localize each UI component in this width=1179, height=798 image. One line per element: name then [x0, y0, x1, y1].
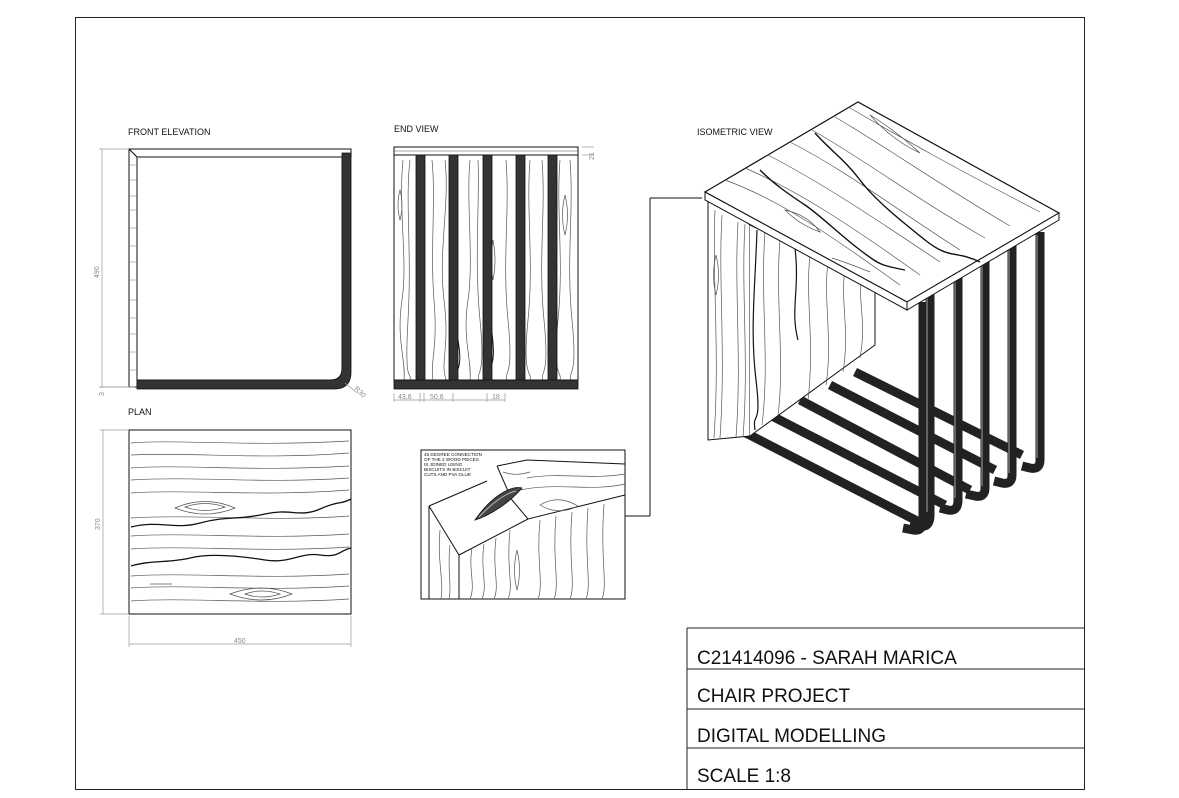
dim-radius-r30: R30 [353, 385, 367, 399]
detail-note-line-2: OF THE 2 WOOD PIECES [424, 457, 479, 462]
isometric-view: ISOMETRIC VIEW [697, 101, 1061, 535]
joint-detail: 45 DEGREE CONNECTION OF THE 2 WOOD PIECE… [420, 197, 702, 600]
front-elevation-view: FRONT ELEVATION 490 3 R30 [94, 127, 367, 400]
title-course: DIGITAL MODELLING [697, 726, 886, 747]
detail-note-line-1: 45 DEGREE CONNECTION [424, 452, 482, 457]
end-view: END VIEW [393, 124, 596, 402]
front-inner-outline [136, 156, 343, 381]
detail-note-line-5: CUTS AND PVA GLUE [424, 472, 471, 477]
iso-tabletop-seam-2 [814, 132, 981, 263]
title-author: C21414096 - SARAH MARICA [697, 648, 957, 669]
iso-tabletop-seam-1 [759, 169, 906, 271]
front-metal-frame [136, 152, 352, 390]
detail-note-line-3: IS JOINED USING [424, 462, 463, 467]
detail-grain [438, 471, 626, 600]
dim-gap-50-6: 50,6 [430, 394, 444, 401]
plan-view: PLAN 370 450 [95, 407, 352, 647]
dim-bar-18: 18 [492, 394, 500, 401]
plan-outline [128, 429, 352, 615]
iso-vertical-tubes [902, 232, 1045, 535]
title-project: CHAIR PROJECT [697, 686, 850, 707]
plan-grain [130, 440, 350, 602]
plan-seam-1 [130, 498, 352, 528]
end-view-label: END VIEW [394, 124, 439, 134]
plan-seam-2 [130, 547, 352, 567]
isometric-view-label: ISOMETRIC VIEW [697, 127, 773, 137]
detail-biscuit [474, 487, 523, 521]
dim-thickness-3: 3 [99, 392, 106, 396]
iso-tabletop-grain [724, 107, 1041, 286]
front-side-panel-grain [129, 164, 137, 371]
iso-side-grain [713, 209, 863, 439]
sheet-border [75, 17, 1085, 790]
iso-bottom-rods [737, 367, 1025, 530]
detail-frame [420, 449, 626, 600]
front-top-board [127, 148, 352, 158]
dim-top-21: 21 [589, 152, 596, 160]
front-elevation-label: FRONT ELEVATION [128, 127, 211, 137]
dim-height-490: 490 [94, 266, 101, 278]
front-side-panel [128, 148, 138, 388]
title-block: C21414096 - SARAH MARICA CHAIR PROJECT D… [686, 627, 1084, 789]
detail-note-line-4: BISCUITS IN BISCUIT [424, 467, 471, 472]
end-view-bottom-rail [393, 379, 579, 390]
plan-label: PLAN [128, 407, 152, 417]
dim-gap-43-6: 43,6 [398, 394, 412, 401]
dim-depth-370: 370 [95, 518, 102, 530]
dim-width-450: 450 [234, 638, 246, 645]
title-scale: SCALE 1:8 [697, 766, 791, 787]
